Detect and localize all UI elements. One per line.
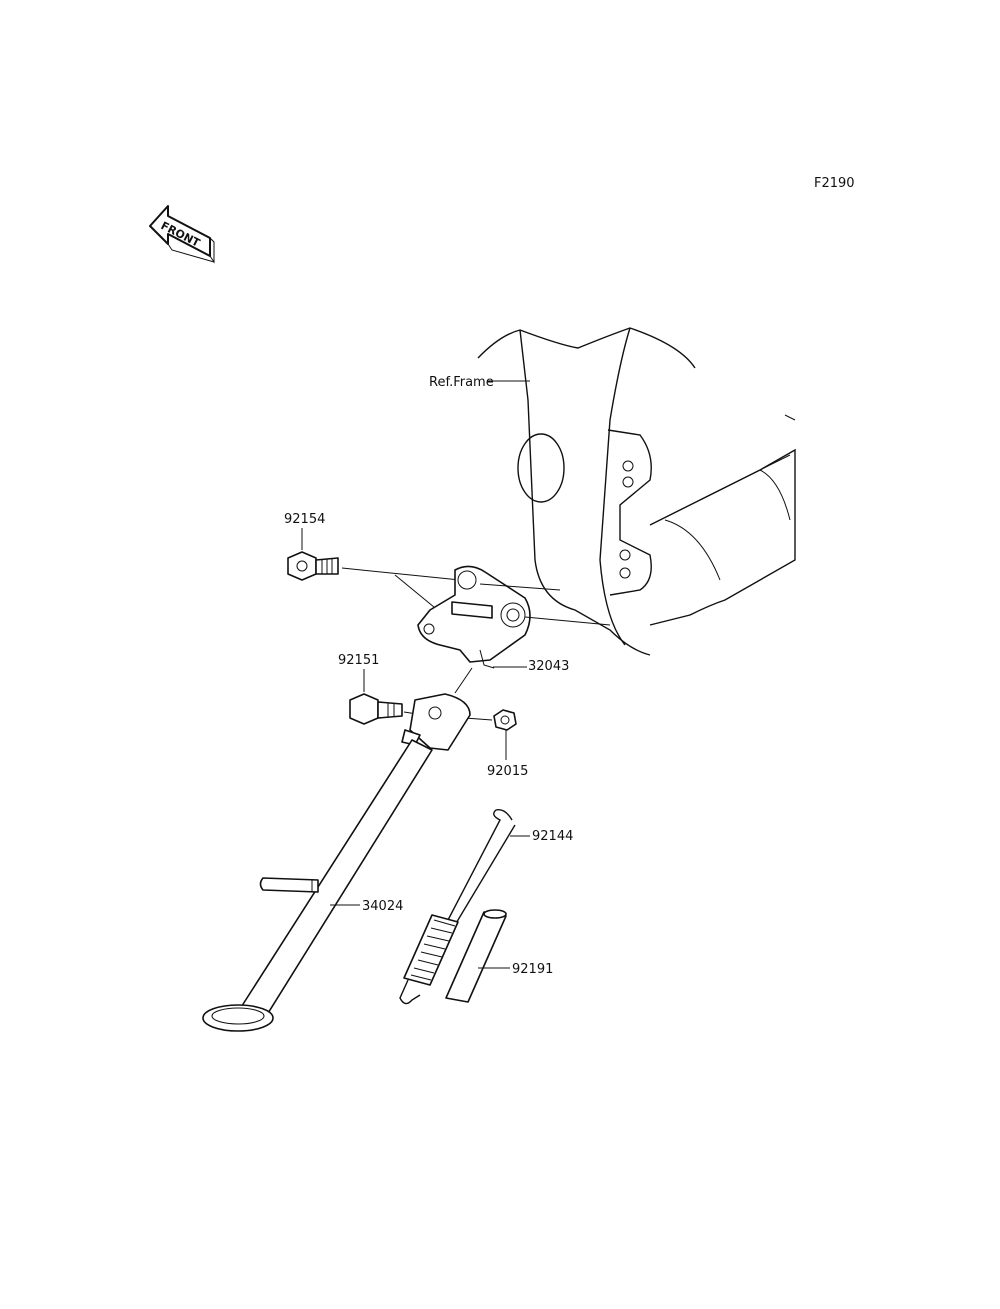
part-number-34024: 34024: [362, 899, 403, 914]
part-number-92015: 92015: [487, 764, 528, 779]
nut-92015: [493, 709, 517, 731]
frame-drawing: [477, 327, 796, 656]
sleeve-92191: [445, 909, 507, 1003]
front-arrow-icon: FRONT: [149, 205, 215, 264]
bracket-32043: [417, 565, 531, 669]
bolt-92151: [349, 693, 403, 725]
part-number-32043: 32043: [528, 659, 569, 674]
part-number-92151: 92151: [338, 653, 379, 668]
part-number-92191: 92191: [512, 962, 553, 977]
part-number-92154: 92154: [284, 512, 325, 527]
figure-code: F2190: [814, 176, 855, 191]
bolt-92154: [287, 551, 339, 581]
ref-frame-label: Ref.Frame: [429, 375, 494, 390]
side-stand-34024: [202, 693, 471, 1032]
spring-92144: [399, 809, 516, 1005]
part-number-92144: 92144: [532, 829, 573, 844]
